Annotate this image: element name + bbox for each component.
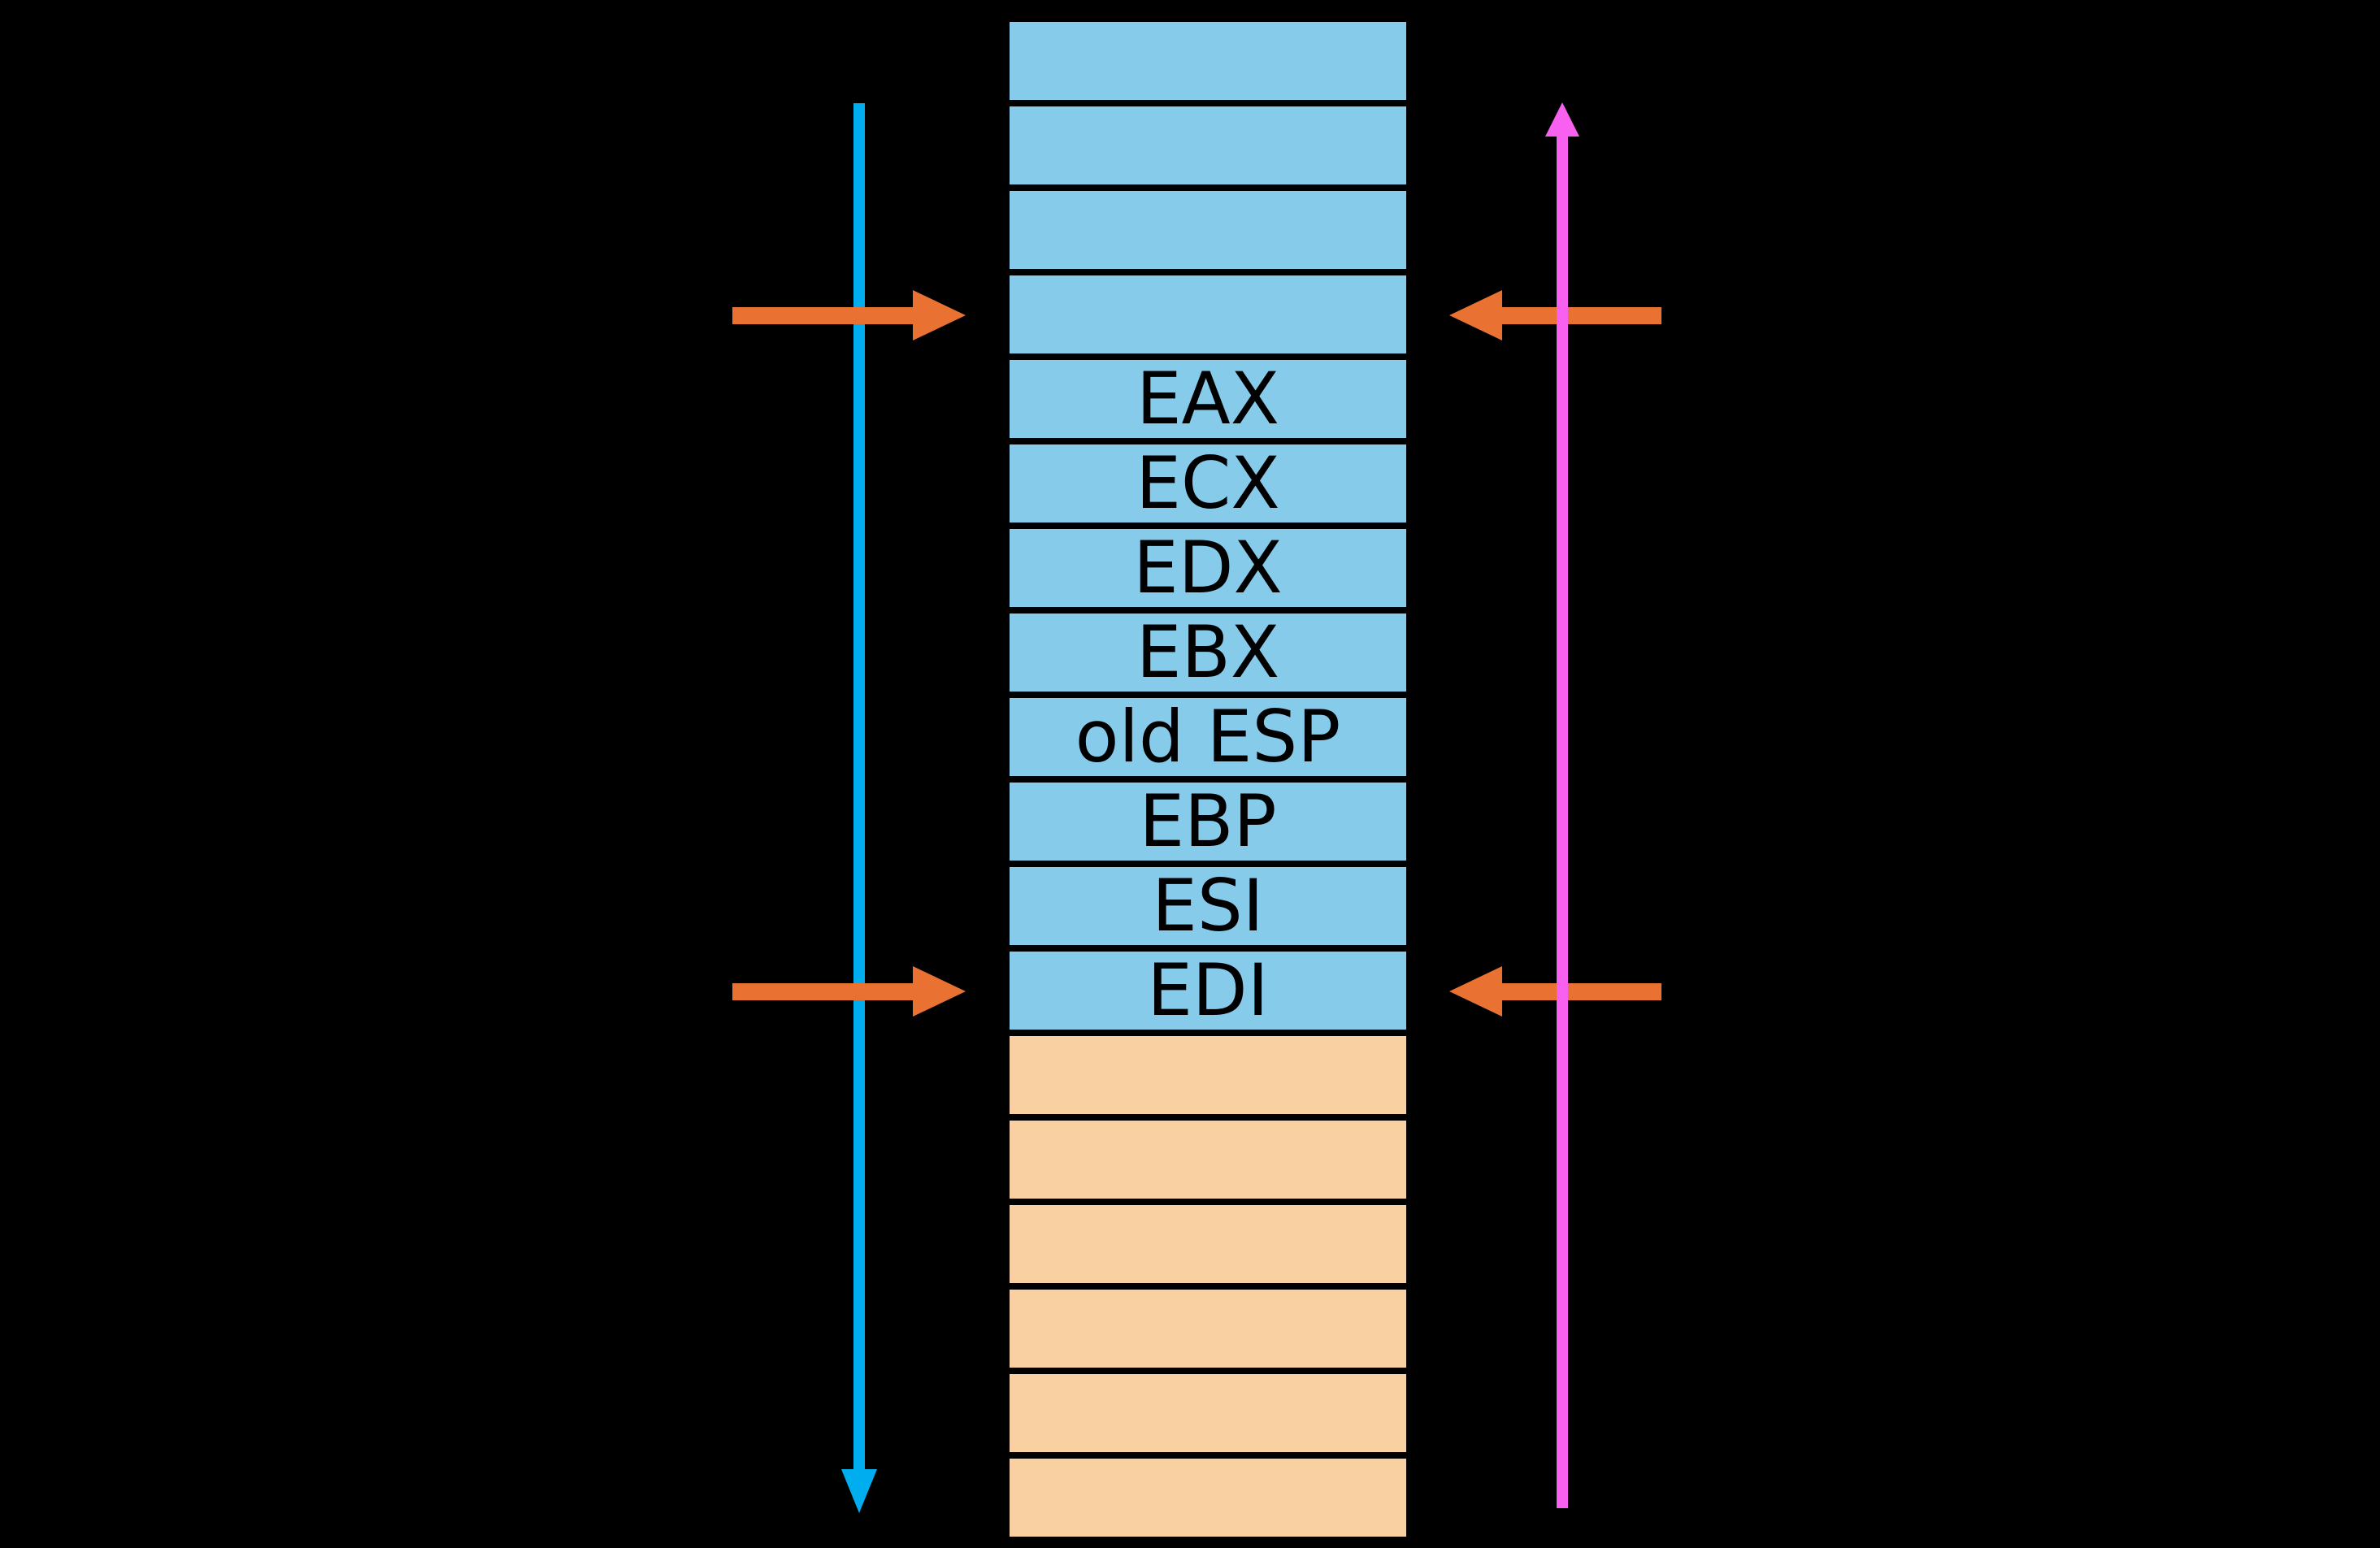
cell-label: EBP — [1139, 779, 1277, 863]
stack-cell-ebx: EBX — [1010, 614, 1406, 692]
stack-cell-empty-4 — [1010, 275, 1406, 353]
stack-cell-empty-1 — [1010, 22, 1406, 100]
up-arrow-head-icon — [1545, 102, 1579, 137]
pointer-arrow-bottom-left-head-icon — [913, 966, 966, 1017]
stack-cell-ecx: ECX — [1010, 444, 1406, 523]
cell-label: EBX — [1136, 610, 1280, 694]
down-arrow-head-icon — [841, 1469, 877, 1513]
stack-cell-empty-7 — [1010, 1205, 1406, 1283]
cell-label: EAX — [1136, 357, 1280, 440]
stack-cell-empty-9 — [1010, 1374, 1406, 1452]
stack-cell-eax: EAX — [1010, 360, 1406, 438]
pointer-arrow-top-right-head-icon — [1449, 290, 1502, 340]
pointer-arrow-top-left-head-icon — [913, 290, 966, 340]
stack-cell-edi: EDI — [1010, 952, 1406, 1030]
stack-cell-old-esp: old ESP — [1010, 698, 1406, 776]
down-arrow-shaft — [853, 103, 865, 1471]
stack-cell-ebp: EBP — [1010, 783, 1406, 861]
pointer-arrow-bottom-right-shaft — [1501, 983, 1661, 1000]
pointer-arrow-top-right-shaft — [1501, 307, 1661, 324]
pointer-arrow-bottom-right-head-icon — [1449, 966, 1502, 1017]
pointer-arrow-top-left-shaft — [732, 307, 914, 324]
stack-cell-edx: EDX — [1010, 529, 1406, 607]
stack-cell-empty-2 — [1010, 106, 1406, 184]
stack-cell-empty-8 — [1010, 1290, 1406, 1368]
up-arrow-shaft — [1557, 135, 1568, 1508]
pointer-arrow-bottom-left-shaft — [732, 983, 914, 1000]
cell-label: ECX — [1136, 441, 1280, 525]
stack-cell-empty-6 — [1010, 1121, 1406, 1199]
stack-column: EAX ECX EDX EBX old ESP EBP ESI EDI — [1010, 22, 1406, 1537]
cell-label: ESI — [1152, 864, 1264, 947]
stack-cell-empty-3 — [1010, 191, 1406, 269]
cell-label: EDI — [1147, 948, 1269, 1032]
stack-cell-esi: ESI — [1010, 867, 1406, 945]
cell-label: EDX — [1133, 526, 1283, 609]
cell-label: old ESP — [1075, 695, 1341, 778]
stack-cell-empty-10 — [1010, 1459, 1406, 1537]
stack-cell-empty-5 — [1010, 1036, 1406, 1114]
